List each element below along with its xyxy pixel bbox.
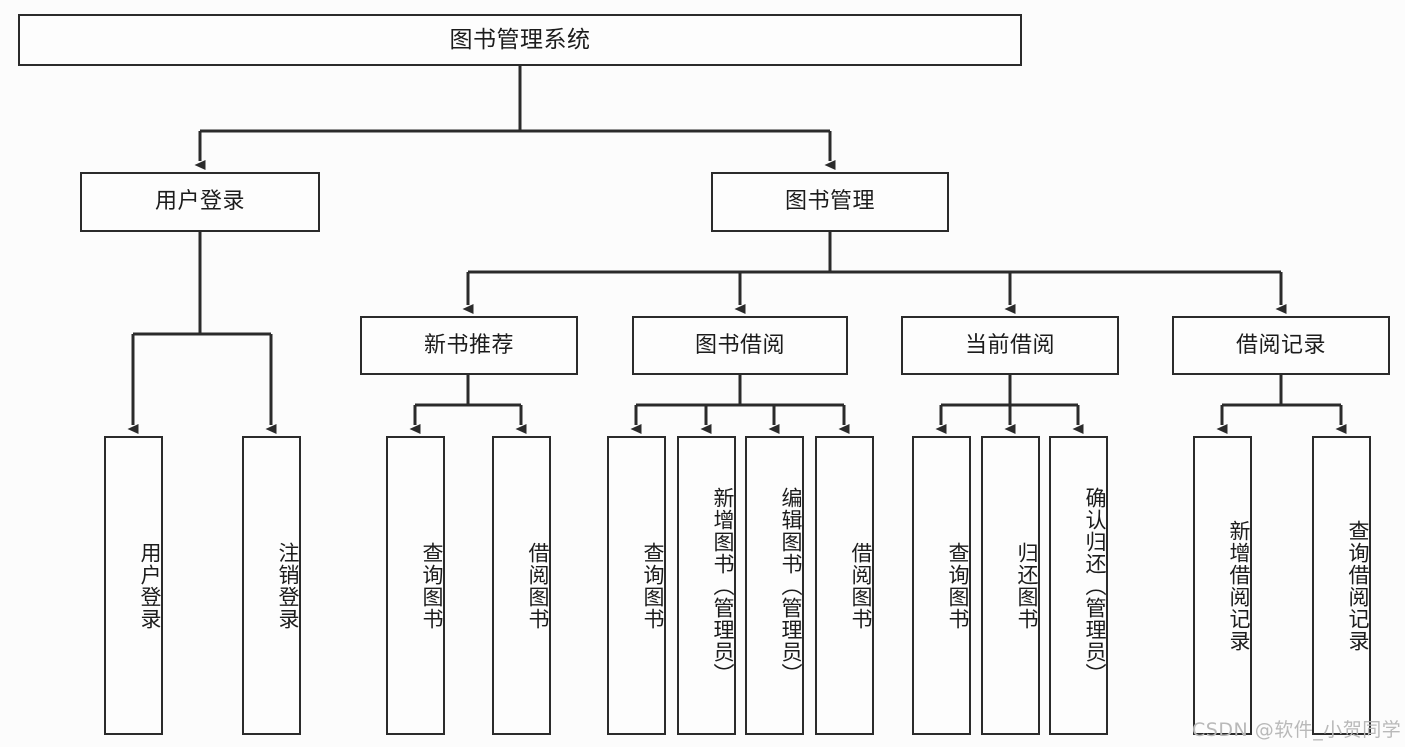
leaf-current-borrow-3-label: 确认归还（管理员） xyxy=(1083,486,1107,685)
leaf-current-borrow-2-label: 归还图书 xyxy=(1015,541,1039,630)
node-current-borrow[interactable]: 当前借阅 xyxy=(901,316,1119,375)
leaf-new-book-rec-1-label: 查询图书 xyxy=(420,541,444,630)
node-book-management-label: 图书管理 xyxy=(784,189,875,214)
node-new-book-recommend-label: 新书推荐 xyxy=(423,332,514,358)
leaf-book-borrow-1[interactable]: 查询图书 xyxy=(607,436,666,735)
leaf-new-book-rec-2-label: 借阅图书 xyxy=(526,541,550,630)
leaf-user-login-1[interactable]: 用户登录 xyxy=(104,436,163,735)
leaf-book-borrow-1-label: 查询图书 xyxy=(641,541,665,630)
node-root[interactable]: 图书管理系统 xyxy=(18,14,1022,66)
leaf-borrow-record-2[interactable]: 查询借阅记录 xyxy=(1312,436,1371,735)
leaf-borrow-record-2-label: 查询借阅记录 xyxy=(1346,519,1370,652)
node-book-borrow-label: 图书借阅 xyxy=(694,332,785,358)
leaf-new-book-rec-1[interactable]: 查询图书 xyxy=(386,436,445,735)
node-current-borrow-label: 当前借阅 xyxy=(964,332,1055,358)
node-new-book-recommend[interactable]: 新书推荐 xyxy=(360,316,578,375)
node-book-management[interactable]: 图书管理 xyxy=(711,172,949,232)
leaf-book-borrow-3-label: 编辑图书（管理员） xyxy=(779,486,803,685)
leaf-book-borrow-2-label: 新增图书（管理员） xyxy=(711,486,735,685)
node-borrow-record[interactable]: 借阅记录 xyxy=(1172,316,1390,375)
node-user-login[interactable]: 用户登录 xyxy=(80,172,320,232)
leaf-user-login-2-label: 注销登录 xyxy=(276,541,300,630)
leaf-current-borrow-1[interactable]: 查询图书 xyxy=(912,436,971,735)
leaf-book-borrow-2[interactable]: 新增图书（管理员） xyxy=(677,436,736,735)
leaf-book-borrow-3[interactable]: 编辑图书（管理员） xyxy=(745,436,804,735)
leaf-current-borrow-1-label: 查询图书 xyxy=(946,541,970,630)
leaf-user-login-2[interactable]: 注销登录 xyxy=(242,436,301,735)
leaf-current-borrow-3[interactable]: 确认归还（管理员） xyxy=(1049,436,1108,735)
node-root-label: 图书管理系统 xyxy=(449,26,591,53)
leaf-new-book-rec-2[interactable]: 借阅图书 xyxy=(492,436,551,735)
leaf-book-borrow-4[interactable]: 借阅图书 xyxy=(815,436,874,735)
leaf-borrow-record-1-label: 新增借阅记录 xyxy=(1227,519,1251,652)
node-borrow-record-label: 借阅记录 xyxy=(1235,332,1326,358)
leaf-user-login-1-label: 用户登录 xyxy=(138,541,162,630)
leaf-borrow-record-1[interactable]: 新增借阅记录 xyxy=(1193,436,1252,735)
leaf-book-borrow-4-label: 借阅图书 xyxy=(849,541,873,630)
node-user-login-label: 用户登录 xyxy=(154,189,245,214)
csdn-watermark: CSDN @软件_小贺同学 xyxy=(1192,719,1402,741)
leaf-current-borrow-2[interactable]: 归还图书 xyxy=(981,436,1040,735)
node-book-borrow[interactable]: 图书借阅 xyxy=(632,316,848,375)
